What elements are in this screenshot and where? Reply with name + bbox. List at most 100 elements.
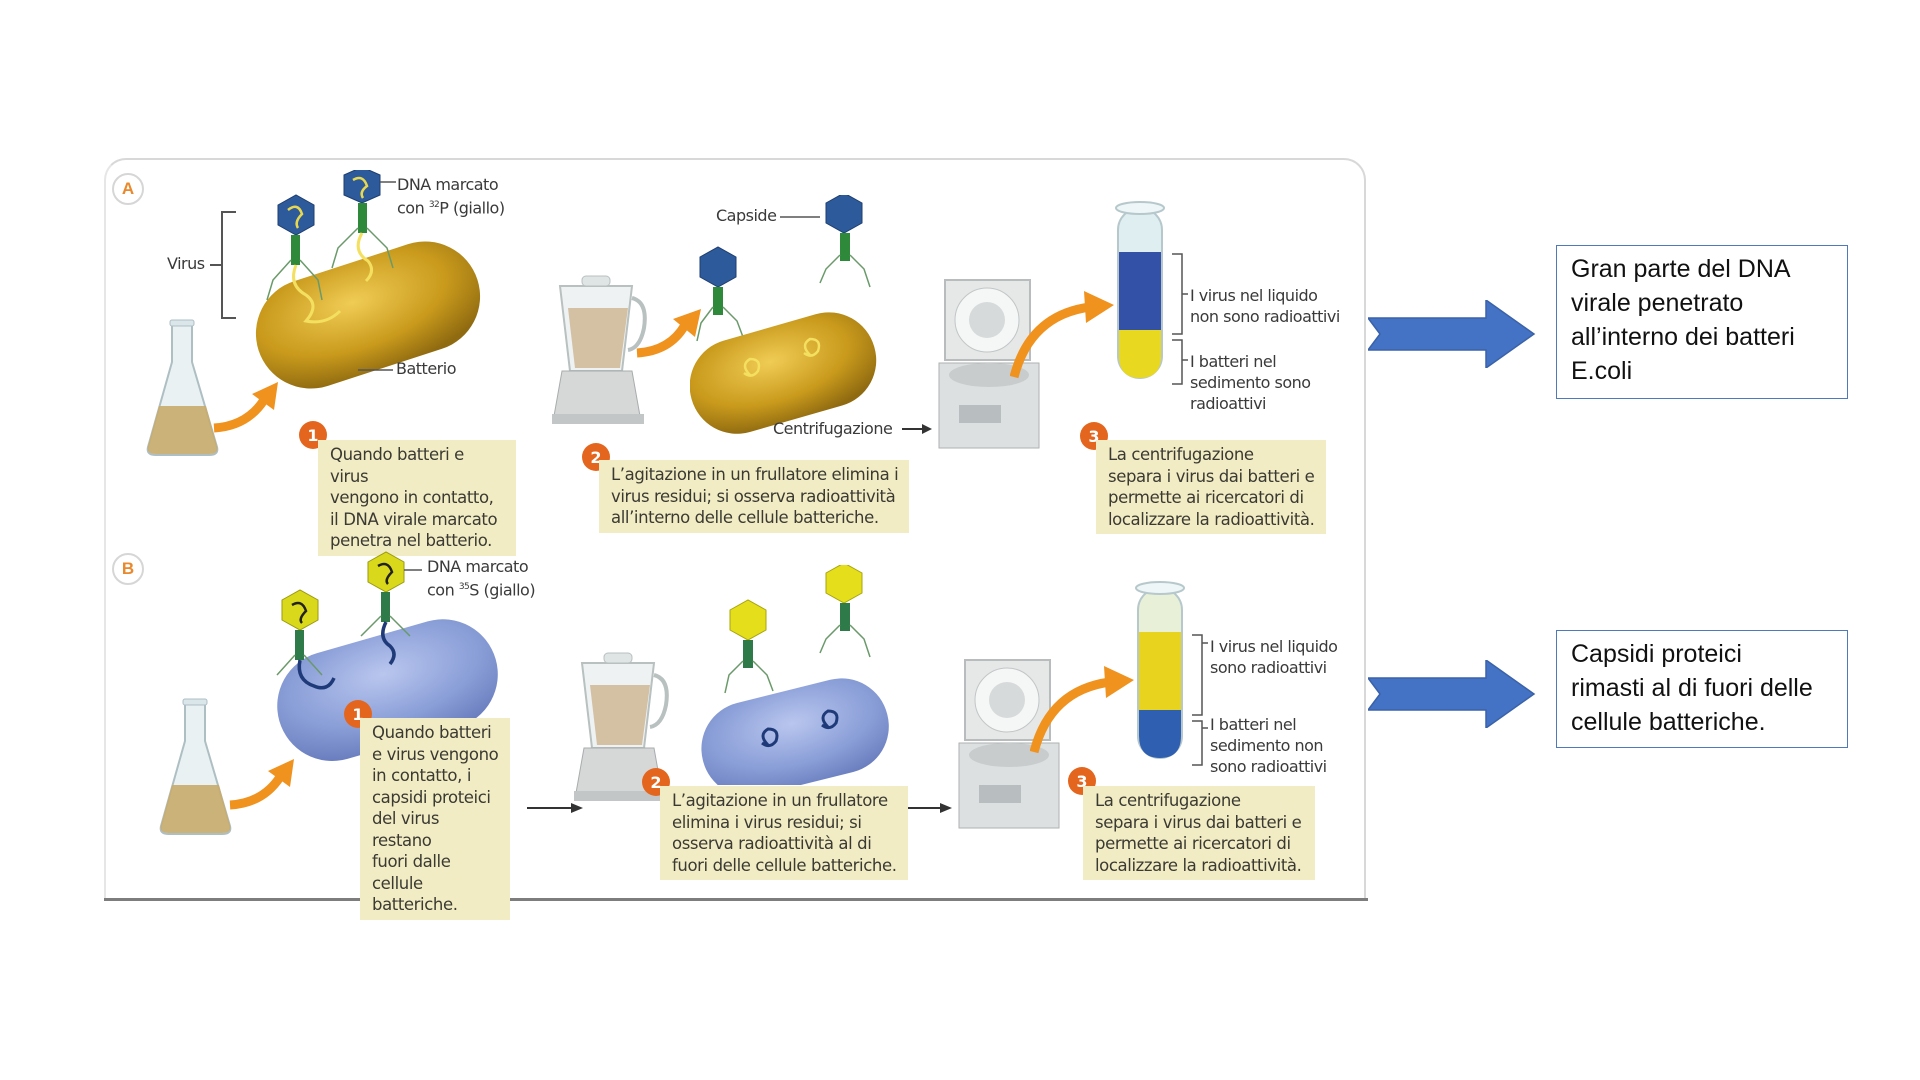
- test-tube-b: [1135, 581, 1185, 759]
- centrifugazione-label: Centrifugazione: [773, 419, 893, 438]
- caption-line: il DNA virale marcato: [330, 509, 498, 529]
- right-arrow-icon: [902, 424, 932, 434]
- label-line: I batteri nel: [1190, 352, 1277, 371]
- label-line: non sono radioattivi: [1190, 307, 1340, 326]
- caption-line: L’agitazione in un frullatore: [672, 791, 888, 810]
- caption-a2: L’agitazione in un frullatore elimina i …: [599, 460, 909, 533]
- caption-line: batteriche.: [372, 895, 458, 914]
- isotope-symbol-b: S (giallo): [469, 580, 536, 600]
- caption-line: fuori dalle cellule: [372, 852, 451, 893]
- caption-line: separa i virus dai batteri e: [1095, 812, 1302, 832]
- flow-arrow-icon: [213, 382, 278, 433]
- caption-b1: Quando batteri e virus vengono in contat…: [360, 718, 510, 920]
- tube-top-label-b: I virus nel liquido sono radioattivi: [1210, 636, 1338, 678]
- caption-line: permette ai ricercatori di: [1095, 834, 1291, 853]
- caption-line: elimina i virus residui; si: [672, 812, 862, 832]
- capside-leader-line: [780, 216, 820, 218]
- caption-a1: Quando batteri e virus vengono in contat…: [318, 440, 516, 556]
- label-line: I batteri nel: [1210, 715, 1297, 734]
- caption-line: osserva radioattività al di: [672, 834, 872, 853]
- notched-right-arrow-b: [1368, 660, 1536, 728]
- note-line: Gran parte del DNA: [1571, 255, 1791, 283]
- caption-line: in contatto, i: [372, 766, 471, 785]
- bacterium-with-phages-illustration: [255, 170, 481, 389]
- flow-arrow-icon: [1030, 666, 1134, 754]
- label-line: sedimento non: [1210, 736, 1324, 755]
- caption-line: fuori delle cellule batteriche.: [672, 855, 897, 875]
- caption-line: Quando batteri e virus: [330, 445, 464, 486]
- label-line: sono radioattivi: [1210, 757, 1327, 776]
- step-number: 3: [1088, 426, 1100, 446]
- right-arrow-icon: [908, 803, 952, 813]
- centrifuge-icon: [958, 659, 1060, 829]
- caption-line: localizzare la radioattività.: [1095, 855, 1302, 875]
- dna-label-b-prefix: con: [427, 580, 459, 600]
- tube-bottom-label-a: I batteri nel sedimento sono radioattivi: [1190, 351, 1311, 414]
- label-line: radioattivi: [1190, 394, 1266, 413]
- caption-line: capsidi proteici: [372, 787, 491, 807]
- notched-right-arrow-a: [1368, 300, 1536, 368]
- detached-capsids-illustration-b: [701, 565, 889, 785]
- flask-icon: [146, 319, 219, 456]
- centrifuge-icon: [938, 279, 1040, 449]
- step-number: 2: [650, 772, 662, 792]
- tube-bracket-b: [1192, 634, 1208, 766]
- label-line: sono radioattivi: [1210, 658, 1327, 677]
- caption-line: permette ai ricercatori di: [1108, 488, 1304, 507]
- flow-arrow-icon: [1010, 291, 1114, 379]
- caption-line: localizzare la radioattività.: [1108, 509, 1315, 529]
- virus-label: Virus: [167, 254, 205, 273]
- caption-line: all’interno delle cellule batteriche.: [611, 508, 879, 527]
- batterio-label: Batterio: [396, 359, 456, 378]
- step-number: 2: [590, 447, 602, 467]
- dna-label-b-line1: DNA marcato: [427, 557, 529, 576]
- note-line: all’interno dei batteri: [1571, 323, 1795, 351]
- dna-label-a: DNA marcato con 32P (giallo): [397, 174, 505, 218]
- step-number: 3: [1076, 771, 1088, 791]
- caption-line: vengono in contatto,: [330, 488, 494, 507]
- tube-top-label-a: I virus nel liquido non sono radioattivi: [1190, 285, 1340, 327]
- flask-icon: [159, 698, 232, 835]
- caption-line: del virus restano: [372, 809, 440, 850]
- label-line: I virus nel liquido: [1190, 286, 1318, 305]
- panel-b-badge: B: [112, 553, 144, 585]
- note-box-dna: Gran parte del DNA virale penetrato all’…: [1556, 245, 1848, 399]
- note-line: rimasti al di fuori delle: [1571, 674, 1813, 702]
- isotope-mass-b: 35: [458, 582, 470, 592]
- test-tube-a: [1115, 201, 1165, 379]
- panel-a-badge: A: [112, 173, 144, 205]
- virus-bracket: [210, 211, 236, 319]
- caption-b3: La centrifugazione separa i virus dai ba…: [1083, 786, 1315, 880]
- note-line: virale penetrato: [1571, 289, 1744, 317]
- caption-line: La centrifugazione: [1095, 791, 1241, 810]
- figure-frame: [104, 158, 1366, 898]
- caption-line: Quando batteri: [372, 723, 492, 742]
- caption-line: e virus vengono: [372, 744, 499, 764]
- isotope-symbol-a: P (giallo): [439, 198, 505, 218]
- dna-label-a-line1: DNA marcato: [397, 175, 499, 194]
- caption-line: separa i virus dai batteri e: [1108, 466, 1315, 486]
- caption-line: La centrifugazione: [1108, 445, 1254, 464]
- blender-icon: [552, 275, 647, 424]
- caption-line: penetra nel batterio.: [330, 531, 492, 550]
- tube-bottom-label-b: I batteri nel sedimento non sono radioat…: [1210, 714, 1327, 777]
- note-line: cellule batteriche.: [1571, 708, 1766, 736]
- label-line: sedimento sono: [1190, 373, 1311, 392]
- caption-b2: L’agitazione in un frullatore elimina i …: [660, 786, 908, 880]
- note-box-capsids: Capsidi proteici rimasti al di fuori del…: [1556, 630, 1848, 748]
- isotope-mass-a: 32: [428, 200, 440, 210]
- caption-a3: La centrifugazione separa i virus dai ba…: [1096, 440, 1326, 534]
- note-line: Capsidi proteici: [1571, 640, 1742, 668]
- caption-line: virus residui; si osserva radioattività: [611, 486, 896, 506]
- panel-a-badge-letter: A: [121, 179, 135, 198]
- caption-line: L’agitazione in un frullatore elimina i: [611, 465, 899, 484]
- flow-arrow-icon: [229, 759, 294, 810]
- figure-bottom-rule: [104, 898, 1368, 901]
- note-line: E.coli: [1571, 357, 1633, 385]
- step-number: 1: [307, 425, 319, 445]
- right-arrow-icon: [527, 803, 583, 813]
- blender-icon: [574, 652, 669, 801]
- step-number: 1: [352, 704, 364, 724]
- capside-label: Capside: [716, 206, 777, 225]
- panel-b-badge-letter: B: [121, 559, 135, 578]
